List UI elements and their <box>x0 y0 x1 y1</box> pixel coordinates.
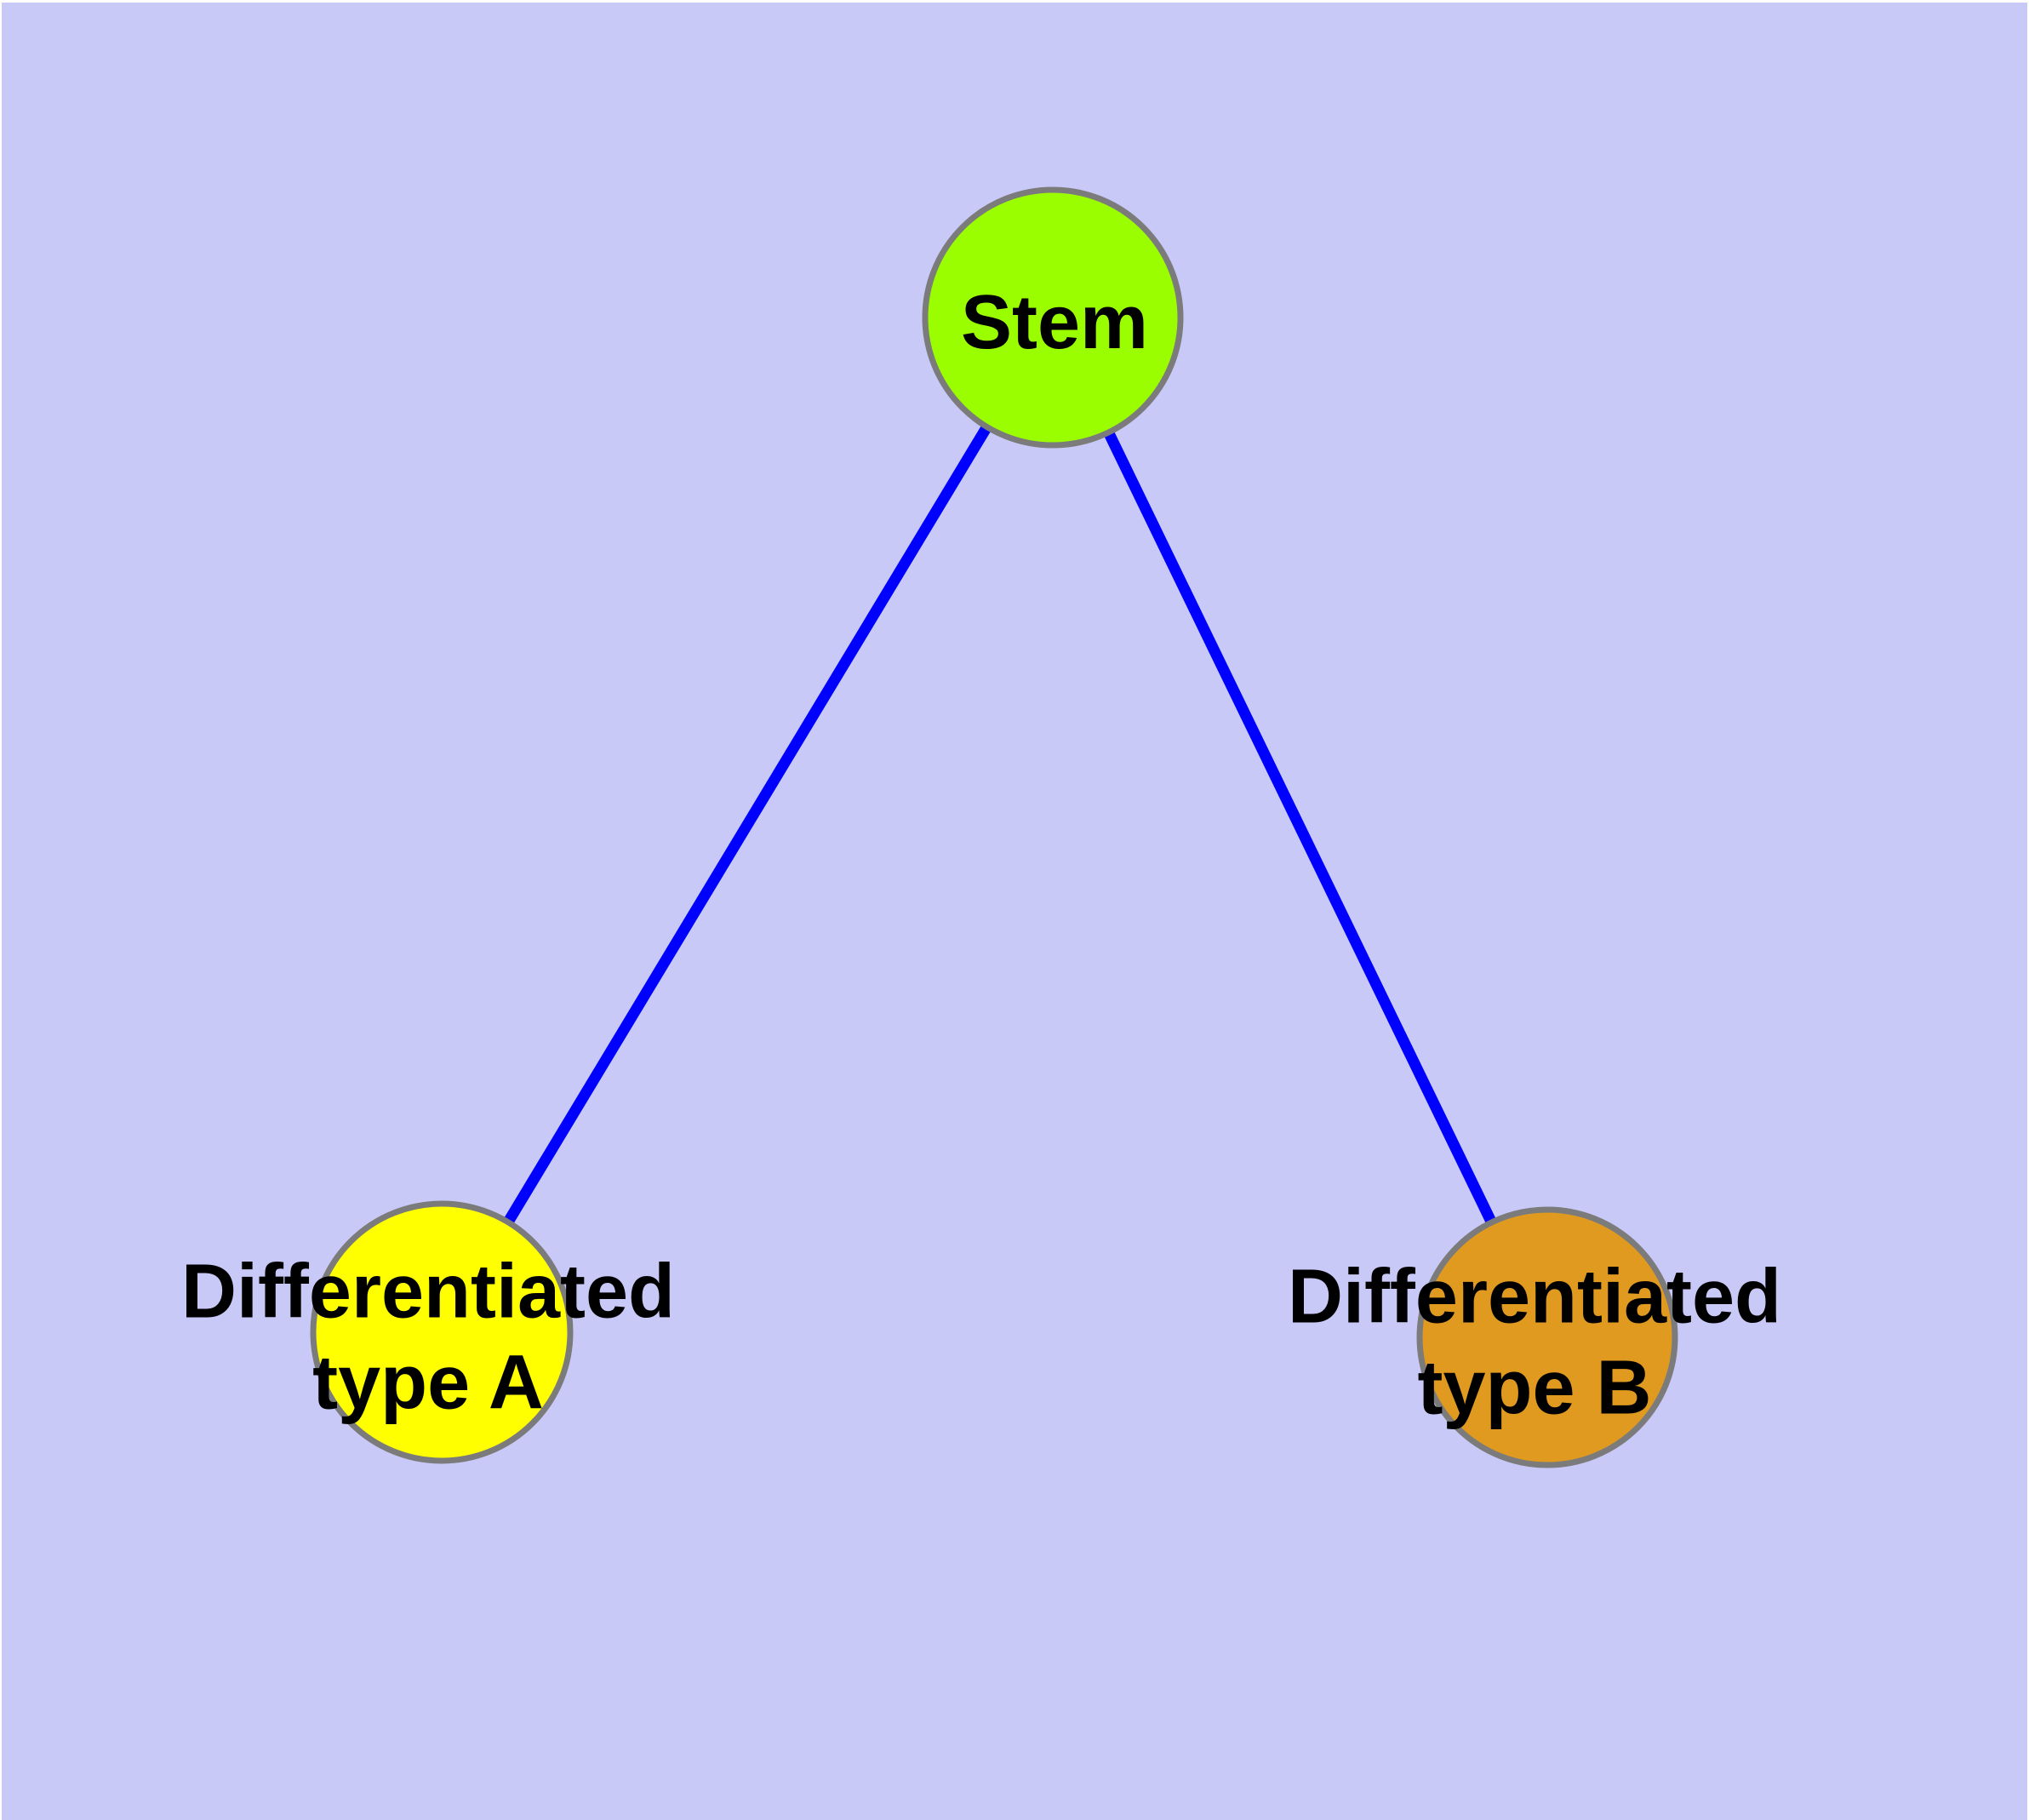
label-differentiated-type-b-line-1: Differentiated <box>1288 1255 1781 1340</box>
edge-stem-to-differentiated-type-a <box>437 314 1058 1336</box>
node-stem <box>922 186 1184 449</box>
label-differentiated-type-a-line-1: Differentiated <box>181 1250 675 1335</box>
label-stem-line-1: Stem <box>961 280 1148 365</box>
node-differentiated-type-b <box>1416 1206 1678 1468</box>
node-differentiated-type-a <box>310 1200 574 1464</box>
nodes-layer <box>310 186 1678 1468</box>
edge-stem-to-differentiated-type-b <box>1048 315 1552 1340</box>
label-differentiated-type-b-line-2: type B <box>1417 1346 1651 1431</box>
edges-layer <box>437 314 1552 1340</box>
label-stem: Stem <box>961 280 1148 365</box>
label-differentiated-type-a-line-2: type A <box>312 1341 544 1426</box>
